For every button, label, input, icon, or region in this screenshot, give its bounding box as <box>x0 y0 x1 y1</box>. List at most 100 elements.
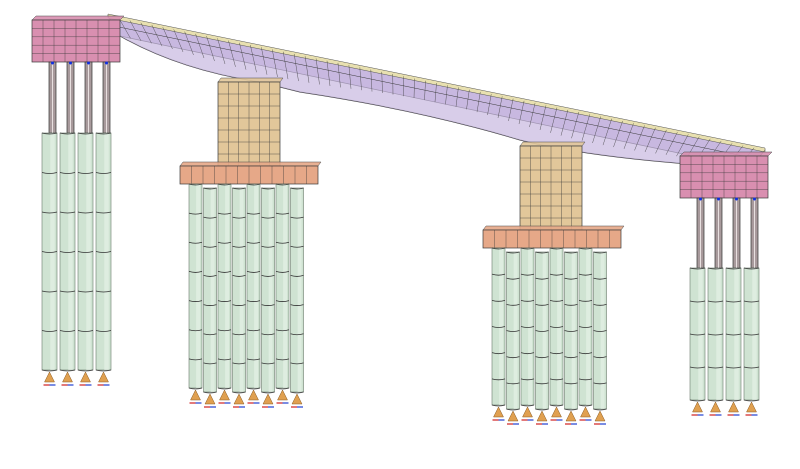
pier-2-pile-ring <box>578 352 593 355</box>
pier-1-pile-ring <box>275 271 290 273</box>
right-abutment-pile-ring <box>689 333 706 336</box>
pier-1-pile-ring <box>290 216 304 219</box>
support-cone-icon <box>692 401 703 413</box>
pier-2-pile-ring <box>578 273 593 276</box>
right-abutment-pile-highlight <box>716 268 721 400</box>
pier-2-pile <box>506 251 520 425</box>
left-abutment-pile-ring <box>95 132 112 135</box>
deck-mesh-line <box>359 67 362 91</box>
support-cone-icon <box>80 371 91 383</box>
pier-1-pile-highlight <box>196 184 201 388</box>
pier-1-pile-ring <box>275 300 290 302</box>
pier-1-pile-ring <box>261 245 275 248</box>
support-cone-icon <box>551 406 562 418</box>
left-abutment-pile-highlight <box>86 133 91 370</box>
pier-2-pile <box>593 251 607 425</box>
left-abutment-pile-ring <box>41 251 58 253</box>
deck-mesh-line <box>571 111 580 139</box>
deck-mesh-line <box>293 53 299 82</box>
pier-1-pile-ring <box>203 333 217 336</box>
pier-1-pile-ring <box>261 333 275 336</box>
pier-1-pile-ring <box>188 358 203 361</box>
pier-1-pile-ring <box>203 391 217 394</box>
left-abutment-pile-highlight <box>68 133 73 370</box>
right-abutment-pile <box>743 267 760 416</box>
left-abutment-pile <box>59 132 76 386</box>
left-abutment-pile-ring <box>77 290 94 293</box>
pier-2-pile <box>564 251 578 425</box>
pier-1-pile-ring <box>203 245 217 248</box>
pier-2-pile-ring <box>506 251 520 254</box>
left-abutment-pile-ring <box>59 290 76 293</box>
pier-2-pile-ring <box>506 408 520 411</box>
pier-1-pile-ring <box>232 216 246 219</box>
left-abutment-cap-top <box>31 15 125 21</box>
pier-2-pile-ring <box>520 273 535 276</box>
deck-mesh-line <box>602 118 612 146</box>
left-abutment-pile-ring <box>41 290 58 293</box>
right-abutment-pile-highlight <box>698 268 703 400</box>
deck-mesh-line <box>195 33 205 59</box>
pier-1-pile-ring <box>246 183 261 186</box>
pier-1-pile-ring <box>232 333 246 336</box>
pier-1-pile <box>275 183 290 404</box>
pier-2-pile-ring <box>535 382 549 385</box>
left-abutment-column <box>84 61 93 134</box>
right-abutment-pile-highlight <box>752 268 757 400</box>
pier-2-pile-highlight <box>586 248 591 405</box>
pier-1-pile <box>217 183 232 404</box>
pier-1-pile-ring <box>188 212 203 215</box>
pier-2-pile-ring <box>549 352 564 355</box>
bridge-deck <box>107 13 766 169</box>
pier-1-pile-ring <box>217 358 232 361</box>
deck-mesh-line <box>381 71 383 94</box>
left-abutment-pile-ring <box>59 211 76 214</box>
right-abutment-pile-ring <box>743 300 760 303</box>
pier-2-pile-ring <box>564 330 578 332</box>
pier-1-pile-ring <box>246 329 261 332</box>
pier-2-pile-ring <box>535 303 549 306</box>
pier-2-pile-ring <box>535 251 549 254</box>
pier-2-pile-ring <box>491 378 506 381</box>
deck-mesh-line <box>539 105 547 131</box>
pier-2-pile-ring <box>491 299 506 302</box>
deck-mesh-line <box>613 120 623 148</box>
left-abutment-column <box>66 61 75 134</box>
pier-2-pile-ring <box>578 378 593 381</box>
pier-2-pile-ring <box>593 408 607 411</box>
pier-1-pile-ring <box>188 241 203 244</box>
pier-2-pile-ring <box>520 378 535 381</box>
pier-2-pile-ring <box>593 330 607 332</box>
deck-mesh-line <box>370 69 373 92</box>
deck-mesh-line <box>304 56 310 83</box>
pier-2-pile-ring <box>564 382 578 385</box>
left-abutment-pile-ring <box>77 251 94 253</box>
deck-mesh-line <box>529 103 536 128</box>
pier-1-pile-ring <box>203 304 217 306</box>
support-cone-icon <box>62 371 73 383</box>
pier-1-pile-ring <box>203 187 217 190</box>
pier-2-pile-ring <box>578 299 593 302</box>
pier-1-pile-highlight <box>283 184 288 388</box>
pier-2-pile-ring <box>535 408 549 411</box>
pier-1-pile <box>188 183 203 404</box>
pier-1-pile-highlight <box>268 188 273 392</box>
right-abutment-pile <box>707 267 724 416</box>
deck-mesh-line <box>634 125 645 151</box>
node-icon <box>51 61 54 65</box>
left-abutment-column <box>102 61 111 134</box>
support-cone-icon <box>580 406 591 418</box>
support-cone-icon <box>507 410 519 422</box>
left-abutment-pile-ring <box>95 330 112 332</box>
pier-1-pile-ring <box>232 304 246 306</box>
pier-1-pile-ring <box>246 271 261 273</box>
left-abutment-cap <box>31 15 125 63</box>
left-abutment-pile-ring <box>59 330 76 332</box>
pier-1-pile-ring <box>188 300 203 302</box>
right-abutment-pile-ring <box>707 333 724 336</box>
deck-mesh-line <box>315 58 320 85</box>
pier-1-pile-ring <box>290 391 304 394</box>
pier-1-pile-highlight <box>225 184 230 388</box>
pier-2-pile-ring <box>593 277 607 280</box>
